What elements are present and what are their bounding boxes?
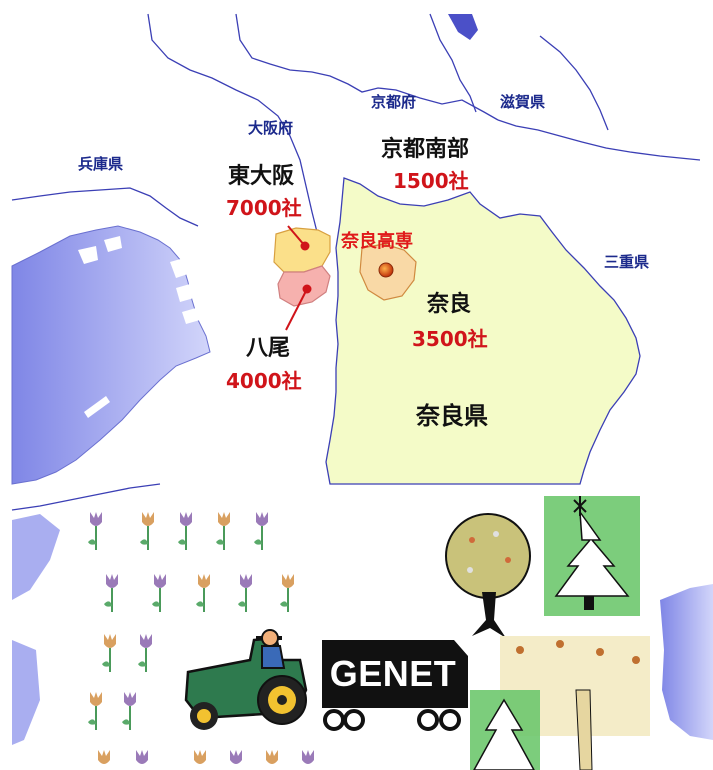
tulip-row-1	[88, 512, 268, 550]
osaka-label: 大阪府	[248, 119, 294, 137]
yao-count: 4000社	[226, 369, 302, 393]
island-6	[84, 396, 110, 418]
nara-prefecture-label: 奈良県	[416, 402, 488, 430]
left-sea-bottom	[12, 514, 60, 600]
island-5	[182, 308, 200, 324]
nara-kosen-marker	[378, 262, 394, 278]
osaka-bay	[11, 225, 211, 485]
top-water	[448, 14, 478, 40]
tulip-field	[88, 512, 314, 764]
christmas-tree-icon	[544, 496, 640, 616]
kyoto-label: 京都府	[371, 93, 417, 111]
nara-kosen-label: 奈良高専	[341, 231, 413, 252]
higashiosaka-count: 7000社	[226, 196, 302, 220]
higashiosaka-name: 東大阪	[228, 164, 295, 189]
tulip-row-4	[88, 692, 136, 730]
hyogo-label: 兵庫県	[78, 155, 124, 173]
shiga-label: 滋賀県	[500, 93, 546, 111]
kyoto-south-name: 京都南部	[381, 137, 470, 162]
yao-name: 八尾	[246, 336, 291, 361]
prefecture-borders	[11, 13, 701, 511]
yao-dot	[302, 284, 312, 294]
nara-city-name: 奈良	[427, 292, 472, 317]
nara-city-count: 3500社	[412, 327, 488, 351]
christmas-tree-small-icon	[470, 690, 540, 770]
island-3	[170, 258, 188, 278]
tractor-icon	[184, 629, 308, 730]
tulip-row-5	[98, 750, 314, 764]
round-tree-icon	[445, 513, 531, 638]
tulip-row-3	[102, 634, 152, 672]
genet-truck-icon: GENET	[322, 640, 468, 731]
right-sea	[660, 584, 713, 740]
yao-pointer	[285, 288, 308, 331]
island-1	[78, 246, 98, 264]
higashiosaka-area	[273, 227, 331, 273]
island-2	[104, 236, 122, 252]
left-sea-bottom-2	[12, 640, 40, 745]
mie-label: 三重県	[604, 253, 650, 271]
kyoto-south-count: 1500社	[393, 169, 469, 193]
island-4	[176, 284, 194, 302]
higashiosaka-dot	[300, 241, 310, 251]
truck-logo: GENET	[330, 653, 457, 694]
tulip-row-2	[104, 574, 294, 612]
